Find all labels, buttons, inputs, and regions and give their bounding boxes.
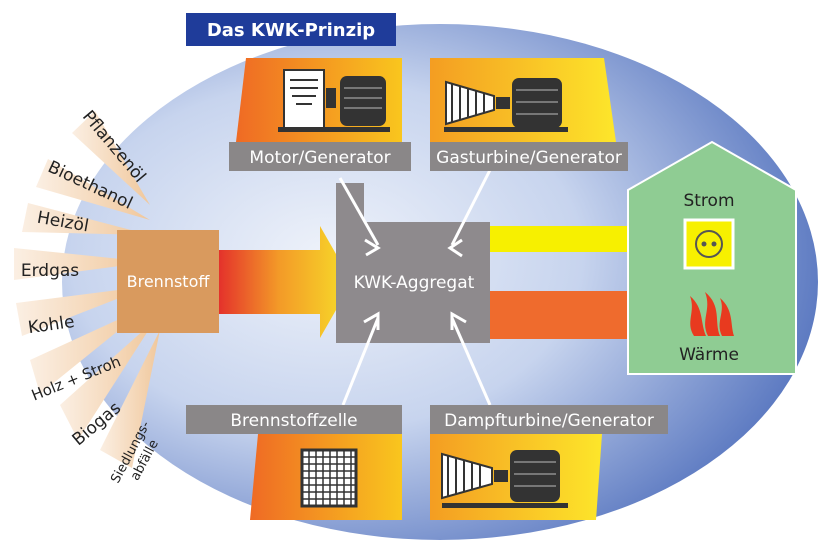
pointer-fuelcell-tip [363,311,380,330]
pointer-gasturbine-tip [447,238,463,258]
tech-pointers [338,169,492,406]
fuel-box [117,230,219,333]
fuel-ray-heizoel [22,203,150,235]
fuel-ray-bioethanol [36,159,150,220]
engine-generator-icon [278,69,390,132]
fuel-ray-pflanzenoel [72,111,150,205]
fuel-ray-kohle [16,286,150,336]
flames-icon [690,292,734,336]
fuel-rays [14,111,160,468]
steamturbine-label-box [430,405,668,434]
fuel-ray-erdgas [14,248,150,280]
diagram-title: Das KWK-Prinzip [207,20,375,41]
output-power-label: Strom [683,191,734,211]
pointer-fuelcell [341,317,380,406]
socket-icon-ring [695,230,723,258]
socket-icon-pin-left [701,241,707,247]
fuel-box-label: Brennstoff [127,272,211,291]
pointer-steamturbine-tip [450,311,467,330]
power-arrow [490,212,680,266]
fuelcell-label: Brennstoffzelle [230,411,357,431]
pointer-motor [338,177,380,246]
pointer-gasturbine [450,169,492,246]
motor-label-box [229,142,411,171]
motor-label: Motor/Generator [249,148,390,168]
gasturbine-generator-icon [444,78,568,132]
pointer-steamturbine [450,317,492,406]
socket-icon [683,218,735,270]
title-box [186,13,396,46]
fuelcell-label-box [186,405,402,434]
output-heat-label: Wärme [679,345,739,365]
fuel-ray-biogas [60,320,155,440]
fuel-label-erdgas: Erdgas [21,261,79,281]
gasturbine-label-box [430,142,628,171]
kwk-aggregate-label: KWK-Aggregat [354,273,475,293]
fuel-ray-siedlungsabfaelle [100,330,160,468]
steamturbine-label: Dampfturbine/Generator [444,411,654,431]
pointer-motor-tip [364,238,381,257]
kwk-chimney [336,183,364,223]
fuel-arrow [219,226,352,338]
fuel-cell-icon [300,448,358,508]
socket-icon-pin-right [711,241,717,247]
steamturbine-generator-icon [441,450,568,508]
gasturbine-label: Gasturbine/Generator [436,148,622,168]
